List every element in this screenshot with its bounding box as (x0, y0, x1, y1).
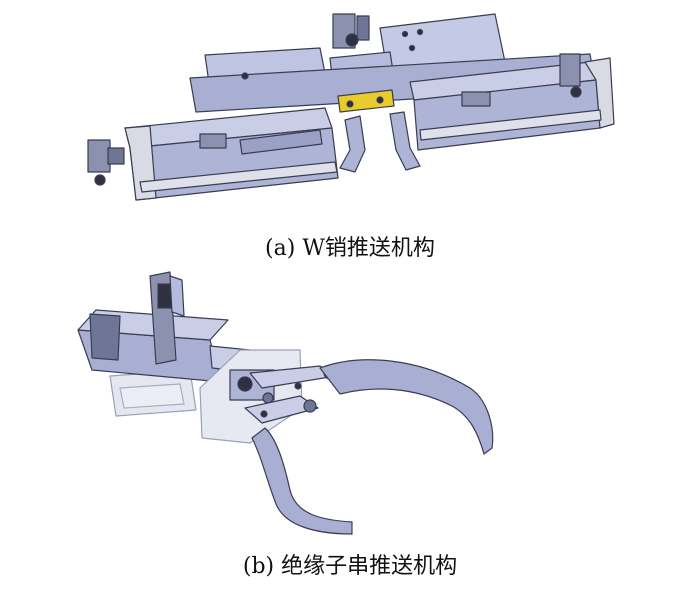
right-end-bracket (559, 53, 581, 87)
center-hook-left (339, 115, 366, 173)
lower-gripper-claw (251, 427, 353, 535)
right-end-cap (584, 57, 615, 129)
insulator-string-push-mechanism-illustration (77, 271, 494, 535)
center-hook-right (389, 111, 421, 171)
w-pin-push-mechanism-illustration (87, 13, 615, 201)
upper-gripper-claw (319, 359, 494, 455)
caption-b: (b) 绝缘子串推送机构 (242, 554, 458, 579)
left-end-bracket (87, 139, 111, 173)
caption-a: (a) W销推送机构 (265, 236, 435, 261)
